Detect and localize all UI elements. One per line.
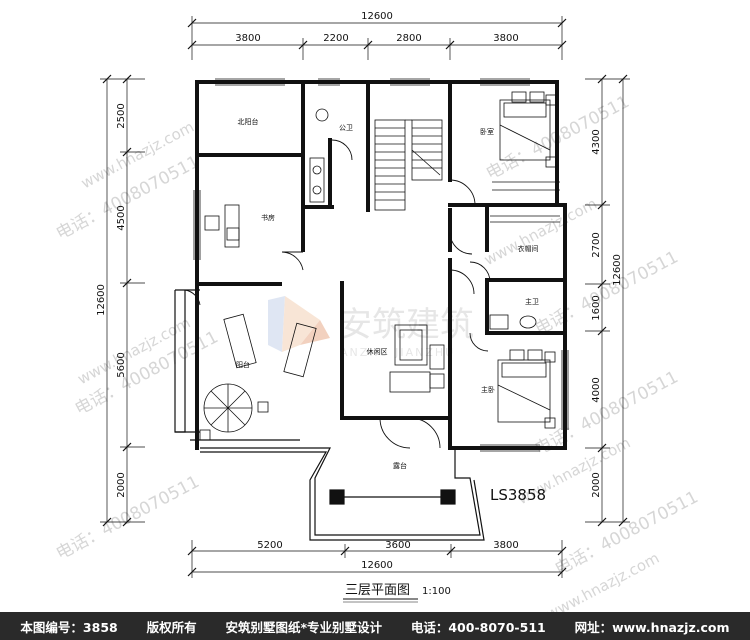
drawing-title: 三层平面图 1:100 xyxy=(343,583,451,603)
dim-top-total: 12600 xyxy=(361,11,393,22)
drawing-title-name: 三层平面图 xyxy=(345,583,410,598)
furniture xyxy=(199,91,560,441)
walls xyxy=(195,80,567,450)
watermark-phone: 电话：4008070511 xyxy=(53,472,203,564)
dim-left-1: 2500 xyxy=(116,103,127,128)
footer-copyright: 版权所有 xyxy=(146,619,197,635)
room-bedroom: 卧室 xyxy=(480,127,494,136)
dimension-ticks xyxy=(102,18,628,577)
watermark-logo-en: ANZHU JIANZHU xyxy=(340,346,455,359)
floor-plan-drawing: www.hnazjz.com www.hnazjz.com www.hnazjz… xyxy=(53,11,702,612)
dim-right-4: 4000 xyxy=(591,377,602,402)
dimension-labels: 12600 3800 2200 2800 3800 5200 3600 3800… xyxy=(96,11,623,571)
room-study: 书房 xyxy=(261,213,275,222)
dim-bottom-3: 3800 xyxy=(493,540,518,551)
dim-bottom-2: 3600 xyxy=(385,540,410,551)
plan-code: LS3858 xyxy=(490,486,546,504)
dim-top-4: 3800 xyxy=(493,33,518,44)
doors xyxy=(184,139,491,449)
dim-left-total: 12600 xyxy=(96,284,107,316)
footer-bar: 本图编号：3858 版权所有 安筑别墅图纸*专业别墅设计 电话：400-8070… xyxy=(0,612,750,640)
dim-left-4: 2000 xyxy=(116,472,127,497)
room-leisure-area: 休闲区 xyxy=(367,347,388,356)
footer-website[interactable]: 网址：www.hnazjz.com xyxy=(574,619,730,635)
dim-left-2: 4500 xyxy=(116,205,127,230)
dim-bottom-1: 5200 xyxy=(257,540,282,551)
footer-phone: 电话：400-8070-511 xyxy=(410,619,546,635)
dim-top-1: 3800 xyxy=(235,33,260,44)
dim-right-3: 1600 xyxy=(591,295,602,320)
dim-bottom-total: 12600 xyxy=(361,560,393,571)
room-master-bath: 主卫 xyxy=(525,297,539,306)
dim-right-5: 2000 xyxy=(591,472,602,497)
staircase xyxy=(374,119,443,211)
dim-left-3: 5600 xyxy=(116,352,127,377)
drawing-title-scale: 1:100 xyxy=(422,586,451,597)
watermark-phone: 电话：4008070511 xyxy=(532,247,682,339)
footer-drawing-no: 本图编号：3858 xyxy=(20,619,118,635)
dim-right-2: 2700 xyxy=(591,232,602,257)
room-terrace: 露台 xyxy=(393,461,407,470)
footer-company: 安筑别墅图纸*专业别墅设计 xyxy=(225,619,382,635)
railings xyxy=(174,289,485,541)
room-walkin-closet: 衣帽间 xyxy=(518,244,539,253)
room-public-bath: 公卫 xyxy=(339,124,353,132)
room-north-balcony: 北阳台 xyxy=(238,117,259,126)
windows xyxy=(193,78,569,452)
room-balcony: 阳台 xyxy=(236,360,250,369)
room-master-bedroom: 主卧 xyxy=(481,385,495,394)
dim-right-total: 12600 xyxy=(612,254,623,286)
dim-right-1: 4300 xyxy=(591,129,602,154)
dim-top-2: 2200 xyxy=(323,33,348,44)
room-labels: 北阳台 公卫 书房 卧室 衣帽间 主卫 休闲区 主卧 露台 阳台 xyxy=(236,117,539,470)
dim-top-3: 2800 xyxy=(396,33,421,44)
